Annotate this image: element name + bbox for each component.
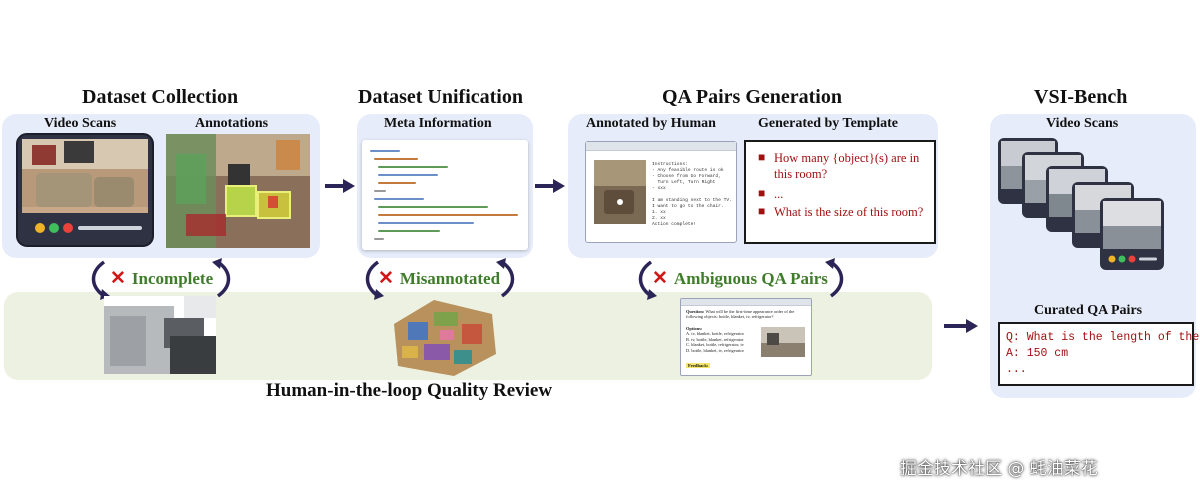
curated-qa-label: Curated QA Pairs [1034, 303, 1143, 318]
issue-incomplete: ✕Incomplete [110, 268, 214, 289]
cycle-arrows-qa [638, 258, 844, 300]
collection-title: Dataset Collection [82, 86, 239, 108]
unification-title: Dataset Unification [358, 86, 523, 108]
meta-information-json [362, 140, 528, 250]
cross-icon: ✕ [378, 268, 394, 289]
curated-question: Q: What is the length of the table? [1006, 331, 1200, 344]
human-annotation-card: Instructions: - Any feasible route is ok… [585, 141, 737, 243]
template-bullet-2: ■ ... [758, 186, 784, 201]
template-questions-card: ■ How many {object}(s) are in this room?… [744, 140, 936, 244]
curated-qa-card: Q: What is the length of the table? A: 1… [998, 322, 1200, 386]
option-c: C. blanket, bottle, refrigerator, tv [686, 342, 744, 348]
stacked-video-scans [998, 138, 1164, 270]
option-a: A. tv, blanket, bottle, refrigerator [686, 331, 744, 337]
incomplete-scan-image [104, 296, 216, 374]
curated-more: ... [1006, 363, 1027, 376]
issue-ambiguous-qa: ✕Ambiguous QA Pairs [652, 268, 828, 289]
video-scans-label: Video Scans [44, 116, 117, 131]
misannotated-mesh-image [394, 300, 496, 376]
question-text: What will be the first-time appearance o… [686, 309, 795, 320]
generated-by-template-label: Generated by Template [758, 116, 898, 131]
question-label: Question: [686, 309, 705, 314]
bench-title: VSI-Bench [1034, 86, 1128, 108]
feedback-tag: Feedback: [686, 363, 711, 368]
cycle-arrows-unification [365, 258, 515, 300]
video-player-image [16, 133, 154, 247]
bench-video-scans-label: Video Scans [1046, 116, 1119, 131]
human-instructions: Instructions: - Any feasible route is ok… [652, 162, 732, 227]
curated-answer: A: 150 cm [1006, 347, 1069, 360]
meta-information-label: Meta Information [384, 116, 492, 131]
review-title: Human-in-the-loop Quality Review [266, 380, 553, 401]
options-label: Options: [686, 326, 703, 331]
template-bullet-3: ■ What is the size of this room? [758, 204, 924, 219]
template-bullet-1: ■ How many {object}(s) are in this room? [758, 150, 920, 181]
cycle-arrows-collection [91, 258, 231, 300]
option-d: D. bottle, blanket, tv, refrigerator [686, 347, 744, 353]
arrow-unification-to-qa [535, 179, 565, 193]
cross-icon: ✕ [110, 268, 126, 289]
question-room-thumbnail [761, 327, 805, 357]
arrow-collection-to-unification [325, 179, 355, 193]
watermark: 掘金技术社区 @ 蚝油菜花 [900, 459, 1098, 479]
option-b: B. tv, bottle, blanket, refrigerator [686, 336, 744, 342]
annotated-by-human-label: Annotated by Human [586, 116, 716, 131]
ambiguous-question-card: Question: What will be the first-time ap… [680, 298, 812, 376]
qa-generation-title: QA Pairs Generation [662, 86, 842, 108]
cross-icon: ✕ [652, 268, 668, 289]
issue-misannotated: ✕Misannotated [378, 268, 501, 289]
room-thumbnail [594, 160, 646, 224]
annotations-image [166, 134, 310, 248]
annotations-label: Annotations [195, 116, 269, 131]
arrow-review-to-bench [944, 319, 978, 333]
